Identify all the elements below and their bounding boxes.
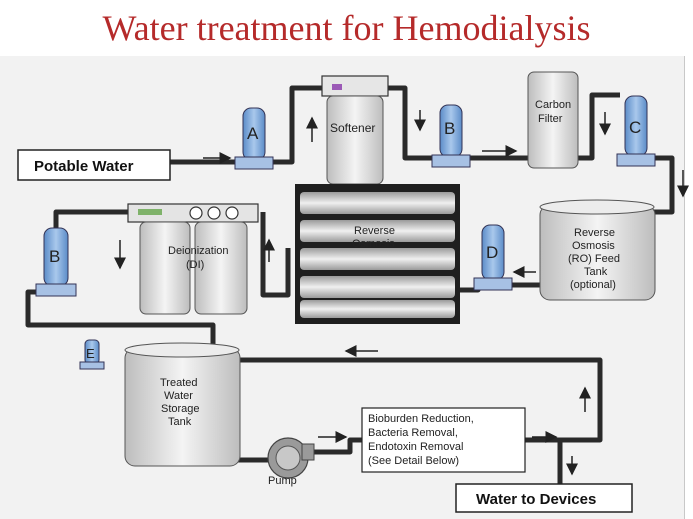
svg-text:Softener: Softener: [330, 121, 375, 135]
filter-d: D: [473, 224, 513, 291]
svg-text:B: B: [49, 247, 60, 266]
filter-b-top: B: [431, 104, 471, 168]
pipe-softener-to-b: [385, 85, 432, 161]
deionization-unit: Deionization (DI): [127, 203, 259, 315]
svg-text:Tank: Tank: [168, 416, 192, 428]
svg-text:Osmosis: Osmosis: [572, 240, 615, 252]
svg-text:(optional): (optional): [570, 279, 616, 291]
svg-text:A: A: [247, 124, 259, 143]
carbon-filter: Carbon Filter: [527, 71, 579, 169]
svg-text:(RO) Feed: (RO) Feed: [568, 253, 620, 265]
svg-text:Osmosis: Osmosis: [352, 238, 395, 250]
svg-text:Water to Devices: Water to Devices: [476, 491, 596, 508]
pipe-di-to-b: [53, 209, 130, 228]
svg-text:Carbon: Carbon: [535, 99, 571, 111]
svg-text:Reverse: Reverse: [574, 227, 615, 239]
svg-text:Bacteria Removal,: Bacteria Removal,: [368, 427, 458, 439]
treated-water-storage-tank: Treated Water Storage Tank: [124, 342, 241, 467]
svg-text:Potable Water: Potable Water: [34, 158, 134, 175]
water-to-devices-box: Water to Devices: [455, 483, 633, 513]
svg-text:E: E: [86, 346, 95, 361]
pump: Pump: [267, 437, 315, 487]
pipe-carbon-to-c: [578, 92, 620, 161]
pipe-c-to-tank: [650, 155, 675, 215]
softener: Softener: [321, 75, 389, 185]
svg-text:B: B: [444, 119, 455, 138]
pipe-pump-to-bioburden: [310, 437, 362, 455]
reverse-osmosis-unit: Reverse Osmosis: [295, 184, 460, 324]
ro-feed-tank: Reverse Osmosis (RO) Feed Tank (optional…: [539, 199, 656, 301]
bioburden-reduction-box: Bioburden Reduction, Bacteria Removal, E…: [361, 407, 526, 473]
svg-text:(See Detail Below): (See Detail Below): [368, 455, 459, 467]
svg-text:Tank: Tank: [584, 266, 608, 278]
potable-water-box: Potable Water: [17, 149, 171, 181]
svg-text:Treated: Treated: [160, 377, 198, 389]
svg-text:Deionization: Deionization: [168, 245, 229, 257]
filter-e: E: [79, 339, 105, 370]
svg-text:Bioburden Reduction,: Bioburden Reduction,: [368, 413, 474, 425]
pipe-a-to-softener: [268, 85, 325, 165]
svg-text:(DI): (DI): [186, 259, 204, 271]
svg-text:Water: Water: [164, 390, 193, 402]
filter-c: C: [616, 95, 656, 167]
slide-edge-decoration: [684, 56, 693, 519]
page-title: Water treatment for Hemodialysis: [102, 8, 591, 48]
filter-b-left: B: [35, 227, 77, 297]
svg-text:Endotoxin Removal: Endotoxin Removal: [368, 441, 463, 453]
svg-text:Storage: Storage: [161, 403, 200, 415]
pipe-ro-to-di: [260, 212, 291, 298]
svg-text:Reverse: Reverse: [354, 225, 395, 237]
svg-text:Pump: Pump: [268, 475, 297, 487]
svg-text:D: D: [486, 243, 498, 262]
svg-text:C: C: [629, 118, 641, 137]
svg-text:Filter: Filter: [538, 113, 563, 125]
filter-a: A: [234, 107, 274, 170]
